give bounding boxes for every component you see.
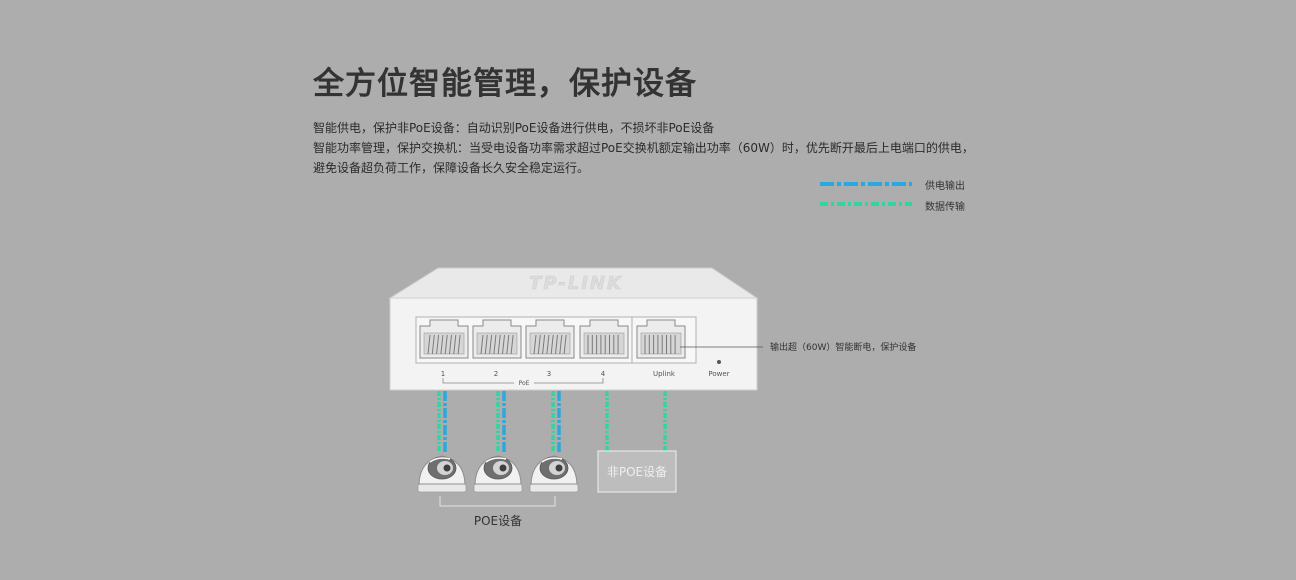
poe-device-bracket xyxy=(439,496,556,507)
cable-2 xyxy=(496,391,506,453)
uplink-port xyxy=(636,319,686,359)
cable-1 xyxy=(437,391,447,453)
port-3 xyxy=(525,319,575,359)
port-4 xyxy=(579,319,629,359)
non-poe-device-box xyxy=(597,450,677,493)
callout-text: 输出超（60W）智能断电，保护设备 xyxy=(770,341,916,353)
description-line-1: 智能供电，保护非PoE设备：自动识别PoE设备进行供电，不损坏非PoE设备 xyxy=(313,121,715,135)
description-line-3: 避免设备超负荷工作，保障设备长久安全稳定运行。 xyxy=(313,161,590,175)
page-title: 全方位智能管理，保护设备 xyxy=(313,66,697,102)
port-label-2: 2 xyxy=(494,370,498,378)
dome-camera-3 xyxy=(529,455,579,493)
legend-data-label: 数据传输 xyxy=(925,202,965,213)
poe-bracket-label: PoE xyxy=(519,380,530,387)
port-2 xyxy=(472,319,522,359)
uplink-label: Uplink xyxy=(653,370,676,378)
description-line-2: 智能功率管理，保护交换机：当受电设备功率需求超过PoE交换机额定输出功率（60W… xyxy=(313,141,974,155)
port-label-3: 3 xyxy=(547,370,551,378)
port-1 xyxy=(419,319,469,359)
dome-camera-2 xyxy=(473,455,523,493)
legend-power-label: 供电输出 xyxy=(925,181,965,192)
poe-device-label: POE设备 xyxy=(474,514,522,528)
dome-camera-1 xyxy=(417,455,467,493)
non-poe-device-label: 非POE设备 xyxy=(607,465,667,479)
brand-logo: TP-LINK xyxy=(529,273,623,294)
description: 智能供电，保护非PoE设备：自动识别PoE设备进行供电，不损坏非PoE设备 智能… xyxy=(313,118,974,178)
power-label: Power xyxy=(708,370,729,378)
cable-3 xyxy=(551,391,561,453)
power-led xyxy=(717,360,721,364)
port-label-1: 1 xyxy=(441,370,445,378)
port-label-4: 4 xyxy=(601,370,606,378)
